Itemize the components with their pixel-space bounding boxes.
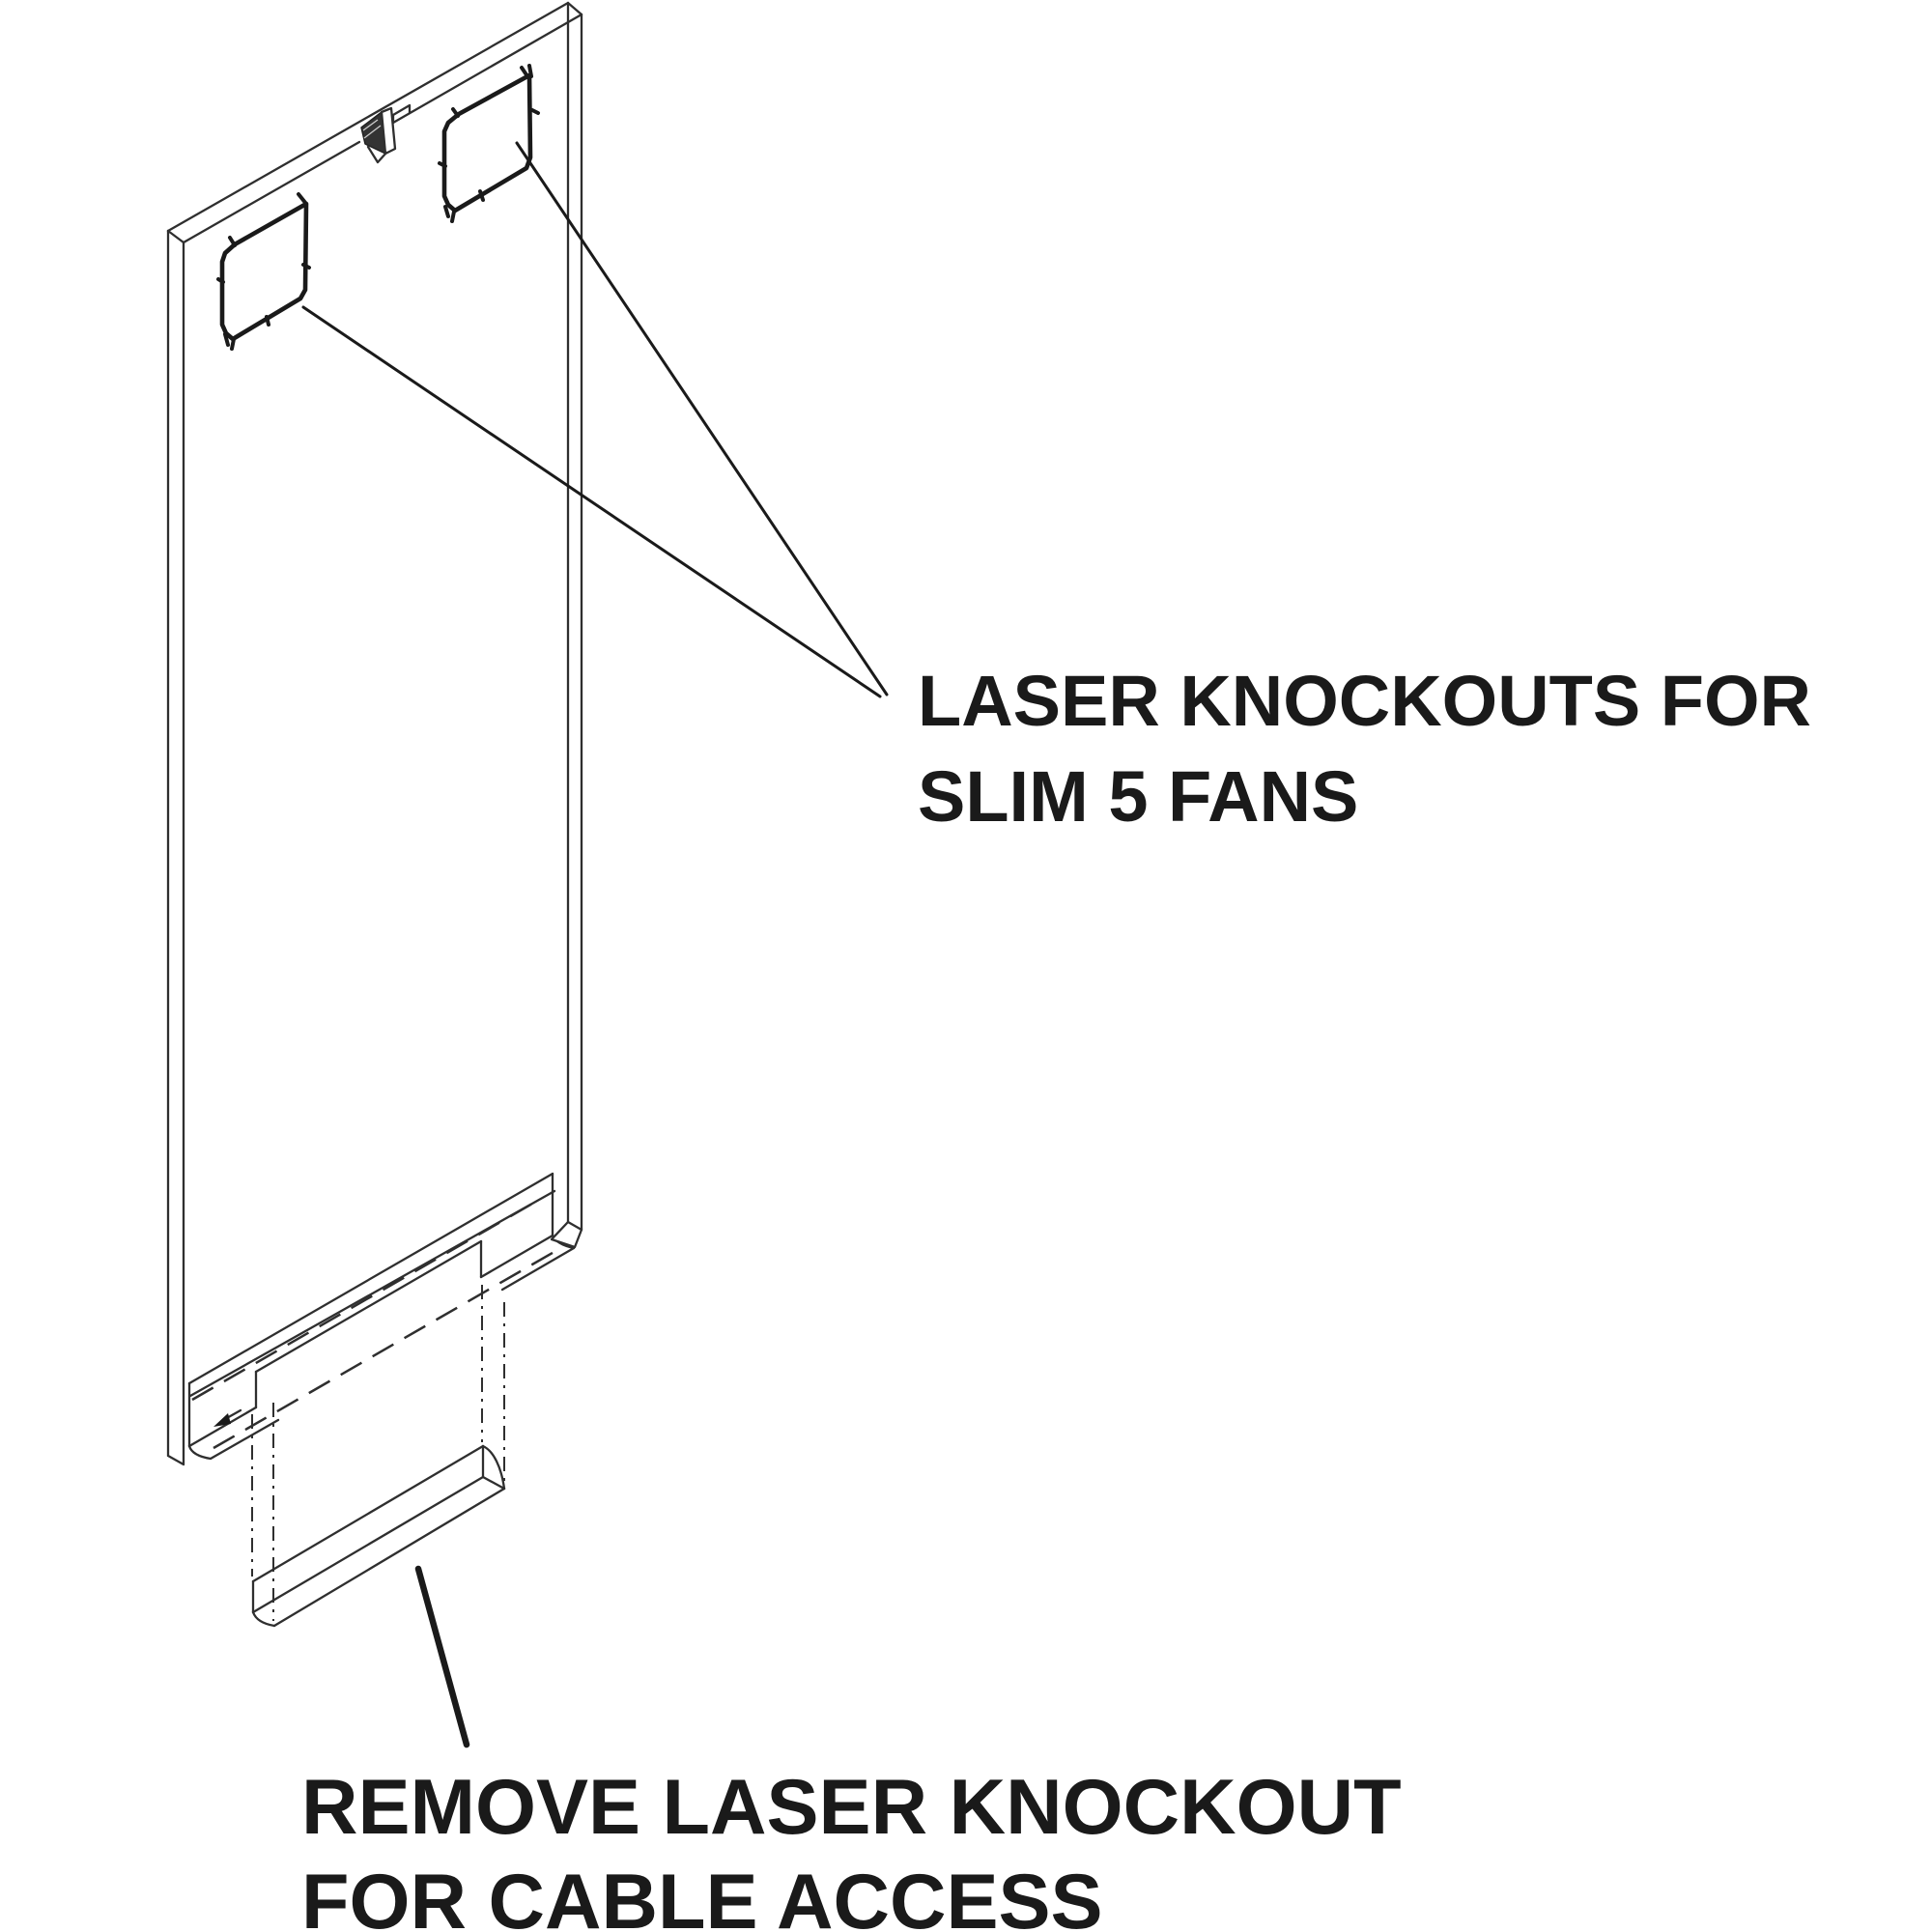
label-fan-knockouts-line2: SLIM 5 FANS xyxy=(918,756,1358,837)
top-mounting-clip xyxy=(360,106,397,164)
flange-return-left xyxy=(187,1418,280,1461)
panel-right-edge xyxy=(566,1,583,1232)
fan-knockout-left xyxy=(216,192,311,351)
leader-line-fan-knockout-left xyxy=(301,305,882,698)
panel-top-right-cap xyxy=(566,1,583,16)
cable-notch-top-edge xyxy=(254,1239,483,1374)
panel-right-edge-bottom-cap xyxy=(550,1220,583,1249)
piece-right-end-fold xyxy=(481,1444,506,1491)
label-cable-knockout-line2: FOR CABLE ACCESS xyxy=(301,1859,1103,1932)
label-fan-knockouts-line1: LASER KNOCKOUTS FOR xyxy=(918,661,1811,741)
flange-lip-bottom-left xyxy=(187,1406,258,1448)
piece-return-left xyxy=(251,1610,276,1628)
arrow-head xyxy=(213,1413,231,1427)
bottom-flange xyxy=(187,1172,583,1461)
flange-return-right xyxy=(500,1246,576,1292)
panel-outline xyxy=(166,1,583,1466)
panel-top-edge-outer xyxy=(166,1,570,233)
flange-lip-bottom-right xyxy=(479,1234,554,1279)
clip-hatch-lines xyxy=(362,119,382,139)
fan-knockout-right xyxy=(438,64,540,223)
hidden-edge-dashed-lines xyxy=(191,1198,558,1450)
leader-line-fan-knockout-right xyxy=(515,141,889,696)
cable-knockout-piece xyxy=(251,1444,506,1628)
clip-front-face xyxy=(380,106,397,156)
fan-knockout-left-tabs xyxy=(216,192,311,351)
panel-top-edge-inner xyxy=(182,13,583,244)
flange-fold-outer xyxy=(187,1172,554,1385)
piece-face-bottom xyxy=(251,1475,485,1614)
label-cable-knockout-line1: REMOVE LASER KNOCKOUT xyxy=(301,1764,1402,1851)
fan-knockout-right-tabs xyxy=(438,64,540,223)
flange-fold-inner xyxy=(188,1189,556,1398)
removal-direction-arrow xyxy=(213,1408,242,1427)
clip-foot xyxy=(366,145,388,164)
hidden-edge-upper xyxy=(191,1198,540,1402)
panel-left-edge xyxy=(166,229,185,1466)
hidden-edge-lower xyxy=(213,1248,558,1450)
leader-line-cable-knockout xyxy=(414,1565,470,1748)
leader-lines xyxy=(301,141,889,1748)
piece-top-edge xyxy=(251,1444,485,1583)
panel-top-left-corner xyxy=(166,229,185,244)
piece-return-right xyxy=(481,1475,506,1491)
fan-knockout-left-outline xyxy=(219,201,309,342)
projection-lines xyxy=(251,1285,505,1621)
piece-return-bottom xyxy=(272,1487,506,1628)
